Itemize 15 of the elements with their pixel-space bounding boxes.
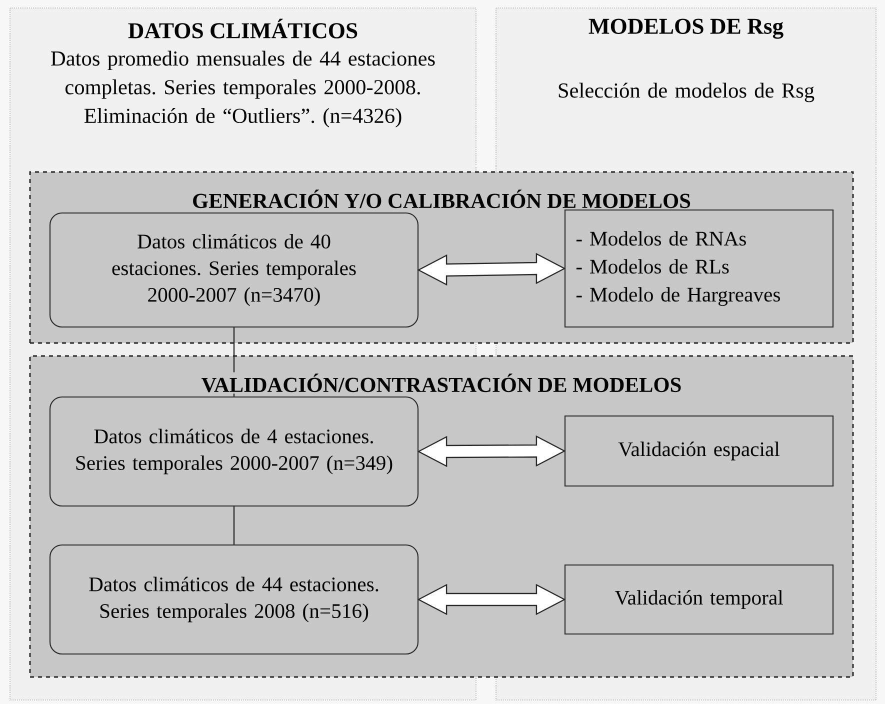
column-panel	[496, 8, 876, 166]
data-box: Datos climáticos de 4 estaciones. Series temporales 2000-2007 (n=349)	[49, 396, 419, 507]
model-box: Validación espacial	[564, 415, 834, 487]
connector-line	[233, 506, 235, 544]
band-title: GENERACIÓN Y/O CALIBRACIÓN DE MODELOS	[190, 188, 692, 210]
model-box: - Modelos de RNAs - Modelos de RLs - Modelo de Hargreaves	[564, 209, 834, 328]
column-title: DATOS CLIMÁTICOS	[128, 18, 358, 38]
column-panel	[10, 8, 476, 166]
data-box: Datos climáticos de 44 estaciones. Series temporales 2008 (n=516)	[49, 544, 419, 655]
column-text: Selección de modelos de Rsg	[558, 82, 814, 102]
data-box: Datos climáticos de 40 estaciones. Series temporales 2000-2007 (n=3470)	[49, 212, 419, 328]
column-title: MODELOS DE Rsg	[588, 18, 784, 39]
band-title: VALIDACIÓN/CONTRASTACIÓN DE MODELOS	[200, 372, 684, 394]
column-text: Datos promedio mensuales de 44 estaciones completas. Series temporales 2000-2008. Eliminación de “Outliers”. (n=4326)	[51, 50, 435, 128]
model-box: Validación temporal	[564, 564, 834, 635]
